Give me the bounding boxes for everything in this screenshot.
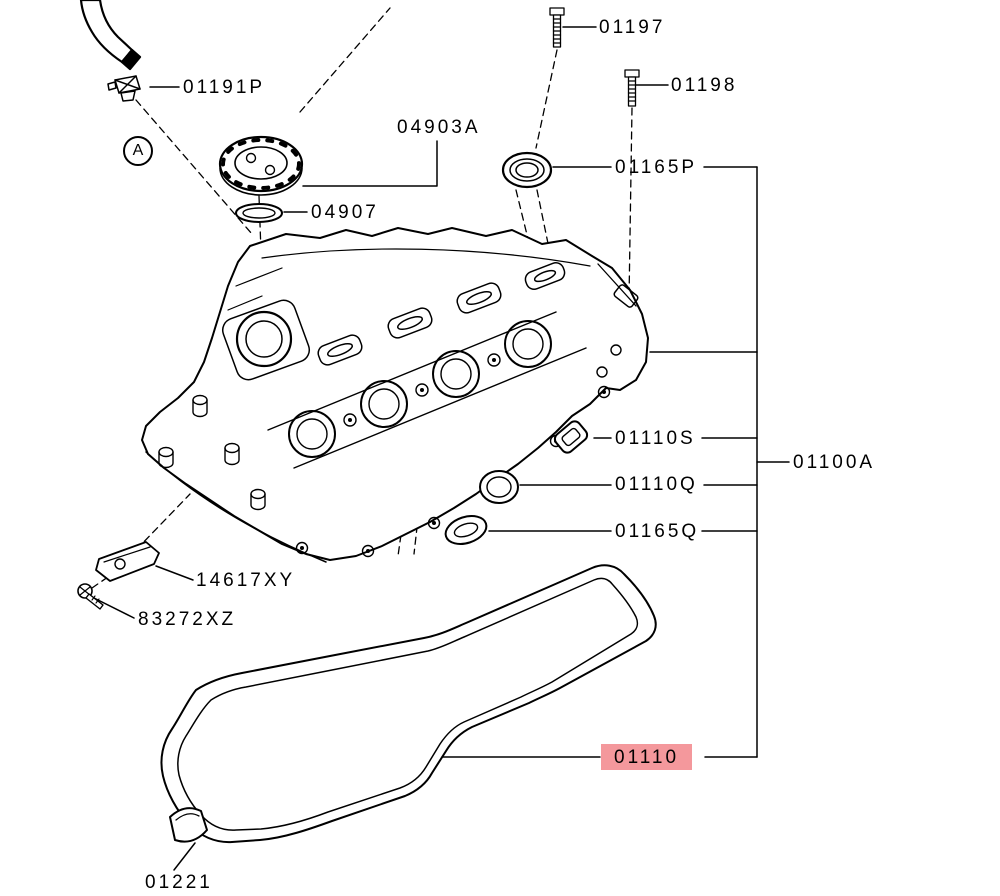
screw-drawing — [77, 583, 104, 610]
part-label-01165Q: 01165Q — [615, 521, 700, 542]
bolt-01197-icon — [549, 7, 565, 48]
square-seal-drawing — [553, 420, 589, 454]
view-marker-a: A — [123, 136, 153, 166]
part-label-01191P: 01191P — [183, 77, 266, 98]
round-gasket-drawing — [479, 470, 519, 504]
part-label-01100A: 01100A — [793, 452, 876, 473]
part-label-01221: 01221 — [145, 872, 213, 893]
part-label-04907: 04907 — [311, 202, 379, 223]
gasket-drawing — [160, 564, 657, 844]
bracket-drawing — [95, 541, 160, 582]
oil-filler-cap-drawing — [218, 135, 304, 196]
oval-seal-drawing — [444, 515, 488, 545]
plug-drawing — [169, 807, 208, 843]
breather-valve-icon — [107, 75, 141, 102]
valve-cover-drawing — [141, 227, 649, 563]
part-label-01110Q: 01110Q — [615, 474, 698, 495]
part-label-01165P: 01165P — [615, 157, 698, 178]
bolt-01198-icon — [624, 69, 640, 107]
cap-oring-drawing — [235, 203, 283, 223]
bracket-line-01100A — [649, 166, 790, 758]
part-label-83272XZ: 83272XZ — [138, 609, 237, 630]
part-label-01110S: 01110S — [615, 428, 696, 449]
hose-icon — [79, 0, 142, 71]
part-label-04903A: 04903A — [397, 117, 481, 138]
part-label-01198: 01198 — [671, 75, 738, 96]
part-label-14617XY: 14617XY — [196, 570, 296, 591]
leader-lines — [93, 26, 669, 871]
part-label-01197: 01197 — [599, 17, 666, 38]
part-label-01110-highlighted: 01110 — [601, 744, 693, 770]
camshaft-seal-drawing — [501, 151, 553, 189]
